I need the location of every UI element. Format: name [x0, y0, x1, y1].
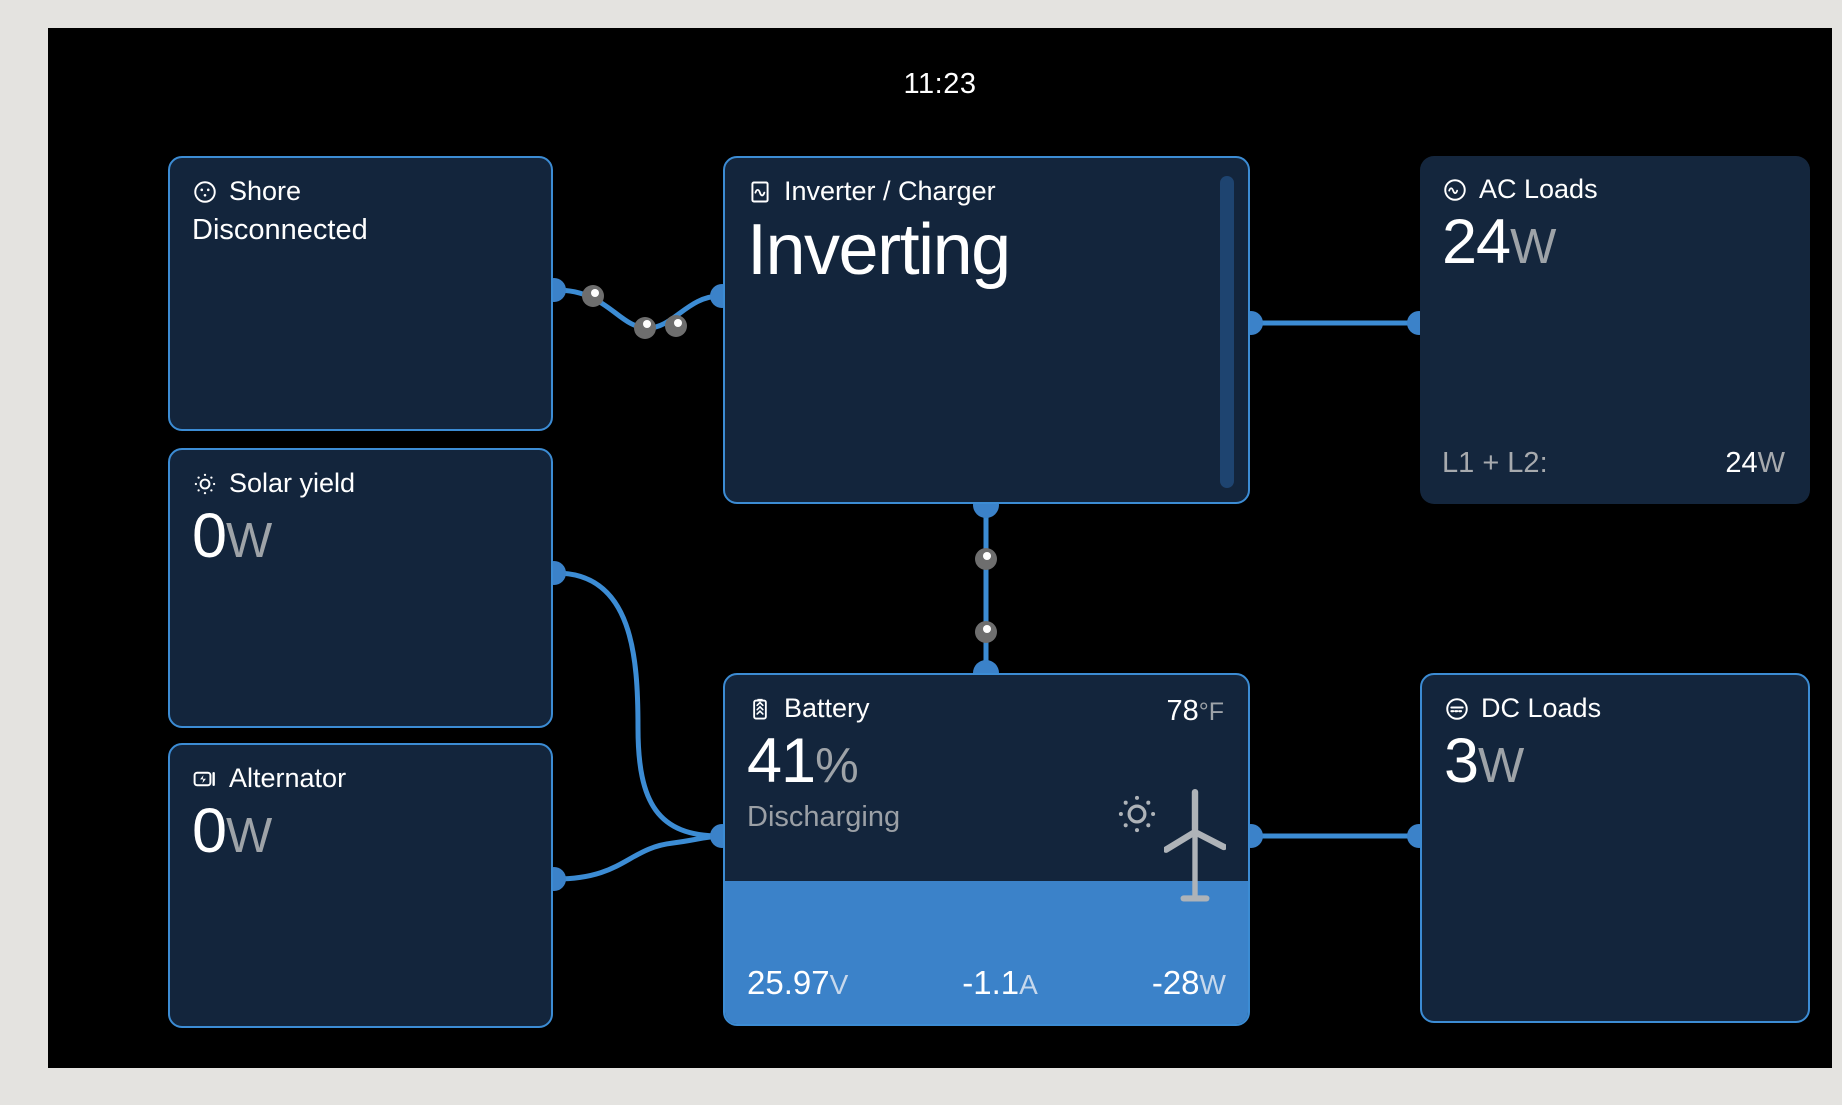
card-ac-loads-header: AC Loads: [1420, 156, 1810, 203]
clock: 11:23: [903, 68, 977, 100]
battery-soc-row: 41%: [725, 722, 1248, 794]
battery-current: -1.1A: [962, 964, 1038, 1002]
card-shore-status: Disconnected: [192, 214, 368, 246]
card-inverter-state: Inverting: [747, 210, 1011, 290]
card-ac-loads-unit: W: [1510, 220, 1556, 274]
battery-source-glyphs: [1114, 783, 1228, 913]
link-alternator-to-battery: [555, 833, 721, 882]
card-shore-title: Shore: [229, 176, 302, 206]
flow-dot: [975, 621, 997, 643]
card-dc-loads-unit: W: [1478, 739, 1524, 793]
battery-voltage-value: 25.97: [747, 964, 830, 1001]
card-dc-loads-header: DC Loads: [1422, 675, 1808, 722]
ac-loads-phase-label: L1 + L2:: [1442, 447, 1548, 479]
battery-current-value: -1.1: [962, 964, 1020, 1001]
card-battery-header: Battery: [725, 675, 1248, 722]
card-alternator-title: Alternator: [229, 763, 347, 793]
card-ac-loads-footer: L1 + L2: 24W: [1420, 447, 1810, 480]
card-alternator-header: Alternator: [170, 745, 551, 792]
battery-power: -28W: [1152, 964, 1226, 1002]
ac-sinewave-circle-icon: [1442, 177, 1468, 203]
link-shore-to-inverter: [555, 287, 721, 331]
card-alternator[interactable]: Alternator 0W: [168, 743, 553, 1028]
battery-icon: [747, 696, 773, 722]
card-alternator-value: 0: [192, 796, 227, 866]
card-alternator-unit: W: [226, 809, 272, 863]
card-dc-loads-value-row: 3W: [1422, 722, 1808, 794]
shore-power-outlet-icon: [192, 179, 218, 205]
battery-power-value: -28: [1151, 964, 1200, 1001]
battery-metrics-row: 25.97V -1.1A -28W: [725, 964, 1248, 1002]
card-solar-header: Solar yield: [170, 450, 551, 497]
link-solar-to-battery: [555, 570, 721, 839]
card-solar-yield[interactable]: Solar yield 0W: [168, 448, 553, 728]
card-shore[interactable]: Shore Disconnected: [168, 156, 553, 431]
battery-soc-unit: %: [815, 739, 859, 793]
ac-loads-phase-value-group: 24W: [1725, 447, 1785, 480]
card-alternator-value-row: 0W: [170, 792, 551, 864]
sun-icon: [192, 471, 218, 497]
card-solar-title: Solar yield: [229, 468, 356, 498]
card-dc-loads[interactable]: DC Loads 3W: [1420, 673, 1810, 1023]
flow-dot: [634, 317, 656, 339]
card-ac-loads-value-row: 24W: [1420, 203, 1810, 275]
battery-temperature-unit: °F: [1198, 698, 1224, 726]
card-solar-value-row: 0W: [170, 497, 551, 569]
flow-dot: [582, 285, 604, 307]
energy-overview-screen: 11:23 Shore Disconnected: [48, 28, 1832, 1068]
battery-voltage-unit: V: [829, 969, 849, 1000]
ac-loads-phase-unit: W: [1757, 447, 1785, 479]
dc-circle-icon: [1444, 696, 1470, 722]
inverter-scrollbar[interactable]: [1220, 176, 1234, 488]
battery-soc-fill: [725, 880, 1248, 1024]
flow-dot: [975, 548, 997, 570]
alternator-battery-bolt-icon: [192, 766, 218, 792]
battery-soc-value: 41: [747, 726, 816, 796]
inverter-sinewave-icon: [747, 179, 773, 205]
card-solar-value: 0: [192, 501, 227, 571]
card-ac-loads[interactable]: AC Loads 24W L1 + L2: 24W: [1420, 156, 1810, 504]
card-shore-header: Shore: [170, 158, 551, 205]
card-dc-loads-value: 3: [1444, 726, 1479, 796]
battery-content: Battery 78°F 41% Discharging: [725, 675, 1248, 1024]
battery-voltage: 25.97V: [747, 964, 848, 1002]
sun-icon: [1114, 791, 1160, 837]
battery-status: Discharging: [747, 801, 901, 833]
card-ac-loads-title: AC Loads: [1479, 174, 1598, 204]
card-battery[interactable]: Battery 78°F 41% Discharging: [723, 673, 1250, 1026]
card-inverter-title: Inverter / Charger: [784, 176, 996, 206]
card-solar-unit: W: [226, 514, 272, 568]
flow-dot: [665, 315, 687, 337]
card-battery-title: Battery: [784, 693, 870, 723]
battery-power-unit: W: [1199, 969, 1226, 1000]
wind-turbine-icon: [1162, 783, 1228, 913]
card-ac-loads-value: 24: [1442, 207, 1511, 277]
battery-temperature-value: 78: [1166, 695, 1199, 727]
ac-loads-phase-value: 24: [1725, 447, 1758, 479]
battery-temperature: 78°F: [1166, 695, 1224, 728]
battery-current-unit: A: [1019, 969, 1038, 1000]
card-inverter-header: Inverter / Charger: [725, 158, 1248, 205]
card-dc-loads-title: DC Loads: [1481, 693, 1602, 723]
card-inverter-charger[interactable]: Inverter / Charger Inverting: [723, 156, 1250, 504]
